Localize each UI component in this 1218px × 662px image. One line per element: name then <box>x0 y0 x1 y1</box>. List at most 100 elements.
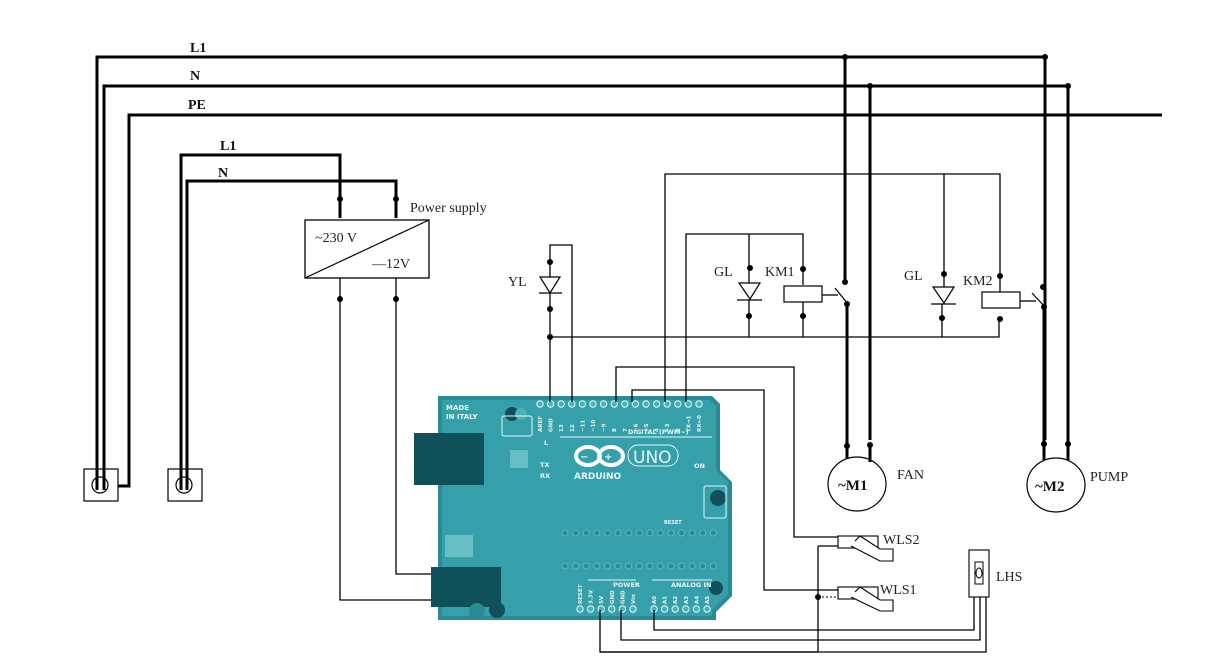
board-pad <box>603 529 611 537</box>
digital-pin <box>621 400 629 408</box>
km1-branch: GL KM1 <box>664 173 1001 446</box>
analog-pin <box>671 605 679 613</box>
board-pad <box>593 562 601 570</box>
socket-psu <box>167 468 203 502</box>
sensor-wls1: WLS1 <box>837 583 917 612</box>
junction <box>1042 54 1048 60</box>
motor-m2: ~M2 PUMP <box>1026 86 1128 513</box>
board-pad <box>699 562 707 570</box>
board-pad <box>667 562 675 570</box>
arduino-model: UNO <box>633 448 672 468</box>
motor-m1-label: FAN <box>897 468 924 483</box>
lamp-gl1-label: GL <box>714 265 733 280</box>
power-header-label: POWER <box>613 581 640 589</box>
power-pin <box>618 605 627 613</box>
psu-input-voltage: ~230 V <box>315 231 357 246</box>
motor-m2-label: PUMP <box>1090 470 1128 485</box>
sensor-lhs: LHS <box>968 549 1022 598</box>
socket-main <box>83 468 119 502</box>
board-pad <box>678 562 686 570</box>
digital-header-label: DIGITAL (PWM~) <box>628 428 689 436</box>
bus-label-pe: PE <box>188 98 206 113</box>
wire-pin2-km1 <box>685 233 804 402</box>
board-pad <box>625 562 633 570</box>
board-pad <box>572 562 580 570</box>
board-pad <box>625 529 633 537</box>
digital-pin-label: ~9 <box>602 423 608 432</box>
digital-pin <box>695 400 703 408</box>
board-pad <box>699 529 707 537</box>
board-pad <box>614 529 622 537</box>
rx-led-label: RX <box>540 472 550 480</box>
power-pin <box>629 605 637 613</box>
junction <box>867 83 873 89</box>
lamp-yl: YL <box>508 244 573 402</box>
digital-pin <box>642 400 650 408</box>
board-pad <box>614 562 622 570</box>
mid-pad-rows <box>561 529 717 570</box>
reset-label: RESET <box>664 520 682 526</box>
motor-m1-symbol: ~M1 <box>838 478 867 494</box>
board-pad <box>561 529 569 537</box>
board-pad <box>603 562 611 570</box>
digital-pin-label: ~6 <box>633 423 639 432</box>
power-pin-label: GND <box>610 590 616 604</box>
digital-pin <box>631 400 640 408</box>
power-supply-label: Power supply <box>410 201 487 216</box>
power-pin <box>608 605 616 613</box>
board-pad <box>646 562 654 570</box>
arduino-logo: − + <box>574 445 625 467</box>
digital-pin <box>652 400 661 408</box>
motor-m2-symbol: ~M2 <box>1035 479 1064 495</box>
barrel-jack <box>431 567 501 607</box>
analog-header-label: ANALOG IN <box>671 581 711 589</box>
wire-pin6-wls1 <box>631 389 838 591</box>
bus-label-n: N <box>190 69 200 84</box>
analog-pin-label: A3 <box>684 596 690 604</box>
wire-psu-out-plus <box>395 278 434 575</box>
digital-pin-label: TX→1 <box>686 415 692 432</box>
psu-feed: L1 N <box>179 139 399 490</box>
board-made-in: MADE <box>446 404 469 412</box>
sensor-lhs-label: LHS <box>996 570 1022 585</box>
analog-pin <box>692 605 701 613</box>
board-pad <box>656 529 664 537</box>
analog-pin-label: A0 <box>652 596 658 604</box>
board-pad <box>561 562 569 570</box>
contactor-km2-coil <box>981 291 1021 309</box>
wire-pin4-km2 <box>664 173 1001 402</box>
digital-pin-label: RX←0 <box>697 415 703 432</box>
digital-pin <box>684 400 693 408</box>
km2-branch: GL KM2 <box>904 174 1047 337</box>
digital-pin-label: 12 <box>570 424 576 432</box>
sensor-wls2: WLS2 <box>837 533 920 562</box>
psu-feed-label-n: N <box>218 166 228 181</box>
contactor-km2-label: KM2 <box>963 274 993 289</box>
lamp-yl-label: YL <box>508 275 527 290</box>
digital-pin <box>536 400 544 408</box>
analog-pin-label: A5 <box>705 596 711 604</box>
digital-pin-label: 7 <box>623 428 629 432</box>
board-pad <box>709 529 717 537</box>
board-pad <box>593 529 601 537</box>
arduino-brand: ARDUINO <box>574 472 622 482</box>
board-pad <box>582 562 590 570</box>
wire-bus-l1 <box>95 55 1047 490</box>
l-led-label: L <box>544 439 548 447</box>
analog-pin-label: A4 <box>694 596 700 604</box>
board-made-in-italy: IN ITALY <box>446 413 479 421</box>
wire-gnd-lhs <box>620 597 981 641</box>
analog-pin-label: A1 <box>663 596 669 604</box>
junction <box>815 594 821 600</box>
board-pad <box>646 529 654 537</box>
junction <box>393 196 399 202</box>
digital-pin <box>589 400 597 408</box>
psu-feed-label-l1: L1 <box>220 139 236 154</box>
power-pin <box>576 605 584 613</box>
digital-pin-label: 8 <box>612 428 618 432</box>
digital-pin <box>557 400 565 408</box>
